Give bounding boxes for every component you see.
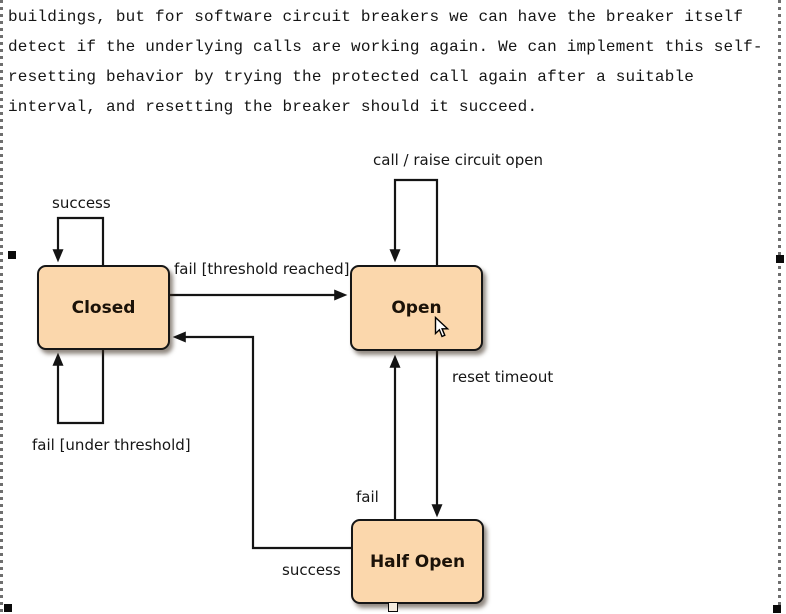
state-label: Open [391,298,442,318]
selection-handle-bottom-left[interactable] [4,604,12,612]
paragraph-text[interactable]: buildings, but for software circuit brea… [8,2,780,122]
text-boundary-right [778,0,781,614]
text-line: interval, and resetting the breaker shou… [8,98,538,116]
transition-label-fail: fail [356,488,379,506]
state-label: Half Open [369,551,466,572]
state-node-open: Open [350,265,483,351]
transition-label-success: success [52,194,111,212]
state-node-closed: Closed [37,265,170,350]
transition-label-success-bottom: success [282,561,341,579]
transition-label-fail-threshold-reached: fail [threshold reached] [174,260,350,278]
transition-label-call-raise-circuit-open: call / raise circuit open [373,151,543,169]
transition-label-reset-timeout: reset timeout [452,368,554,386]
state-label: Closed [71,297,136,318]
transition-label-fail-under-threshold: fail [under threshold] [32,436,191,454]
selection-handle-middle-left[interactable] [8,251,16,259]
selection-handle-middle-right[interactable] [776,255,784,263]
text-line: resetting behavior by trying the protect… [8,68,695,86]
text-line: buildings, but for software circuit brea… [8,8,744,26]
selection-handle-bottom-center[interactable] [388,602,398,612]
text-line: detect if the underlying calls are worki… [8,38,763,56]
selection-handle-bottom-right[interactable] [773,605,781,613]
state-node-half-open: Half Open [351,519,484,604]
text-boundary-left [0,0,3,614]
